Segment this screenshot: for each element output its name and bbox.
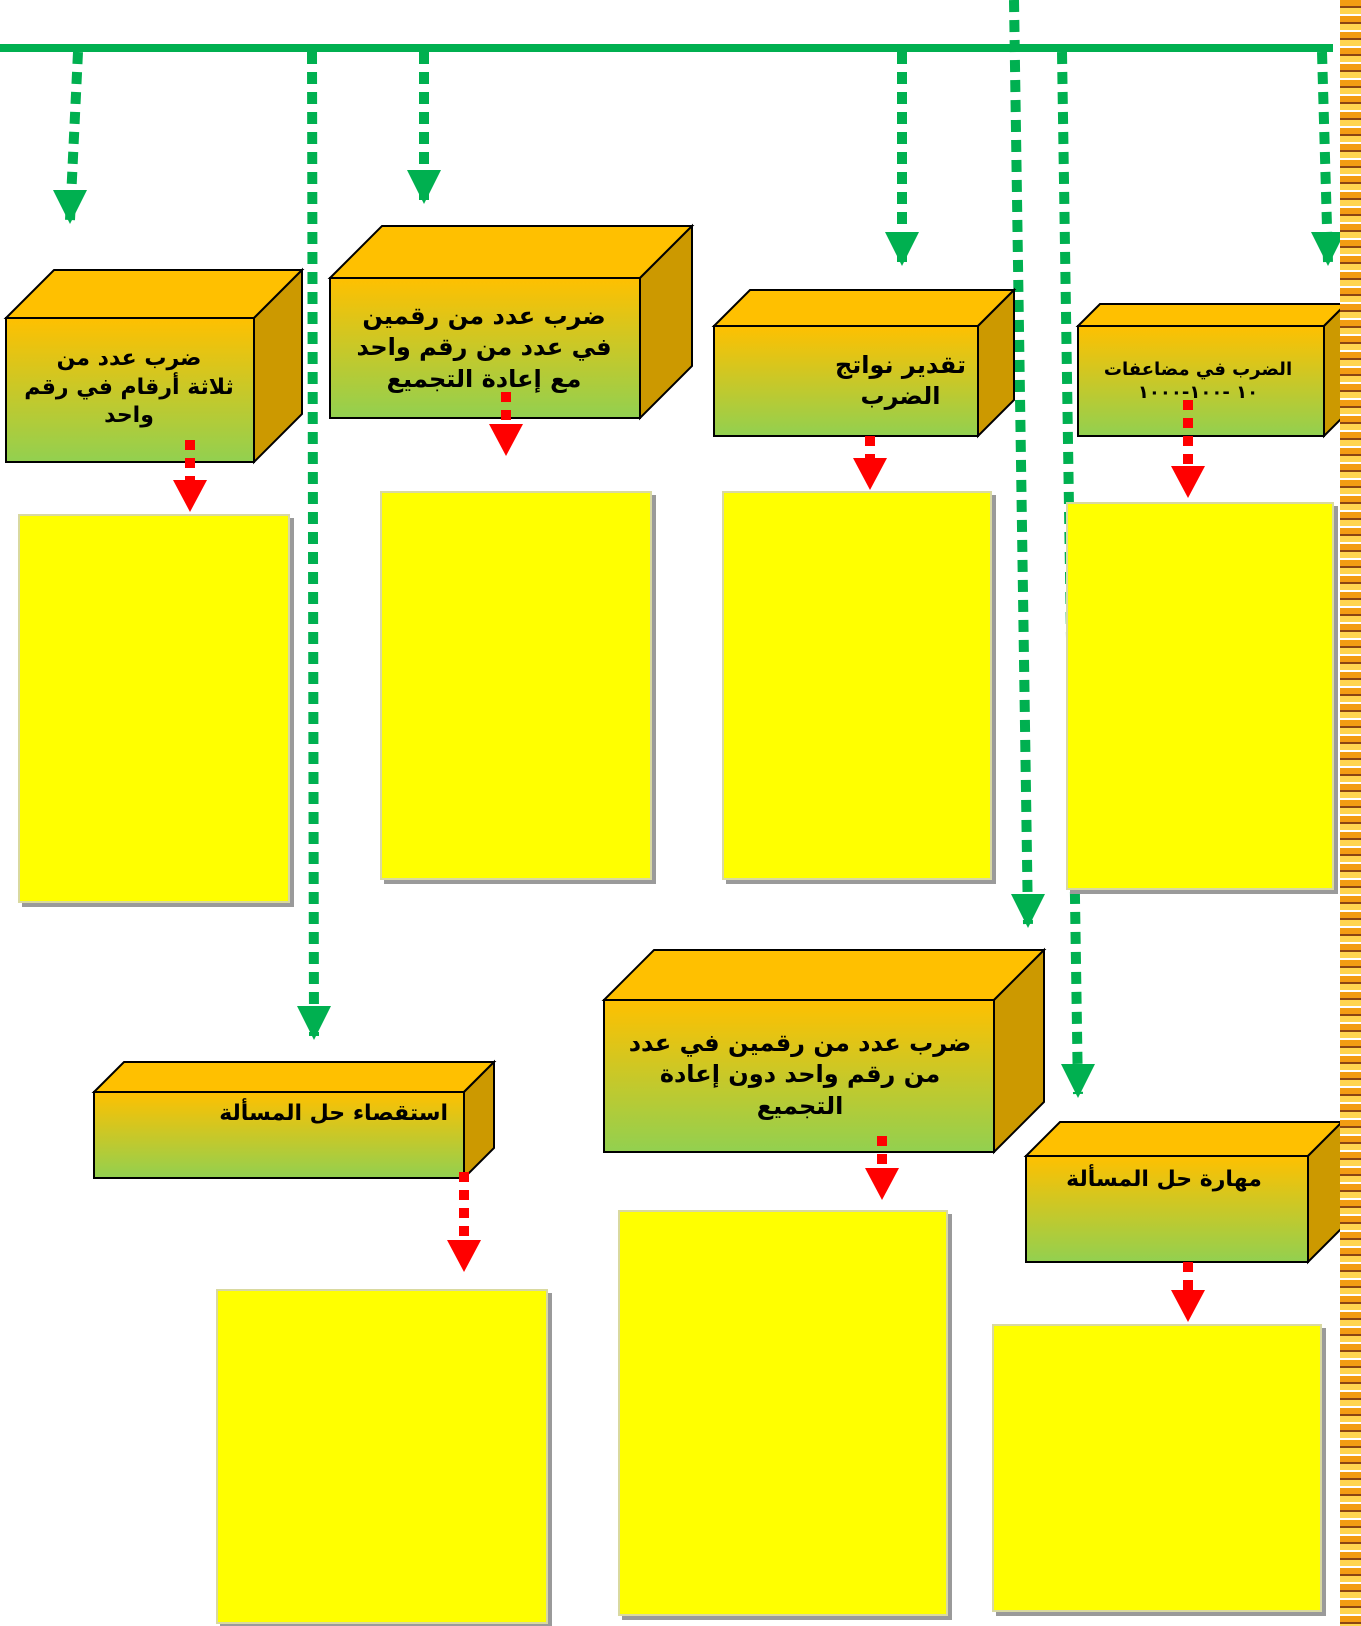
red-arrow-no-regroup-head xyxy=(865,1168,899,1200)
box-multiples-top xyxy=(1075,303,1349,327)
box-investigate xyxy=(91,1059,497,1181)
decorative-page-border xyxy=(1340,0,1361,1626)
box-three-digit-front xyxy=(5,317,255,463)
box-regroup xyxy=(327,223,695,421)
box-estimate xyxy=(711,287,1017,439)
box-estimate-top xyxy=(711,289,1017,327)
box-three-digit-top xyxy=(3,269,305,319)
note-card-no-regroup xyxy=(618,1210,948,1616)
box-label-estimate: تقدير نواتج الضرب xyxy=(834,350,966,410)
box-regroup-top xyxy=(327,225,695,279)
red-arrow-investigate-head xyxy=(447,1240,481,1272)
box-no-regroup-front xyxy=(603,999,995,1153)
connector-investigate xyxy=(307,51,319,1037)
connector-estimate-arrowhead xyxy=(885,232,919,266)
box-no-regroup-top xyxy=(601,949,1047,1001)
red-arrow-estimate-head xyxy=(853,458,887,490)
note-card-investigate xyxy=(216,1289,548,1624)
note-card-estimate xyxy=(722,491,992,880)
note-card-three-digit xyxy=(18,514,290,903)
note-card-skill xyxy=(992,1324,1322,1612)
box-multiples-front xyxy=(1077,325,1325,437)
box-estimate-front xyxy=(713,325,979,437)
box-label-investigate: استقصاء حل المسألة xyxy=(219,1101,448,1126)
box-label-regroup: ضرب عدد من رقمين في عدد من رقم واحد مع إ… xyxy=(356,302,612,393)
connector-no-regroup-arrowhead xyxy=(1011,894,1045,928)
box-skill-top xyxy=(1023,1121,1345,1157)
red-arrow-regroup-head xyxy=(489,424,523,456)
box-skill-front xyxy=(1025,1155,1309,1263)
box-layer xyxy=(3,223,1349,1265)
red-arrow-skill-head xyxy=(1171,1290,1205,1322)
connector-multiples-arrowhead xyxy=(1311,232,1345,266)
note-card-regroup xyxy=(380,491,652,880)
box-label-multiples: الضرب في مضاعفات ١٠ -١٠٠-١٠٠٠ xyxy=(1103,358,1293,403)
red-arrow-three-digit-head xyxy=(173,480,207,512)
box-regroup-front xyxy=(329,277,641,419)
connector-multiples xyxy=(1317,51,1333,263)
box-three-digit xyxy=(3,267,305,465)
connector-three-digit-arrowhead xyxy=(53,190,87,224)
red-arrow-multiples-head xyxy=(1171,466,1205,498)
box-skill xyxy=(1023,1119,1345,1265)
connector-skill-arrowhead xyxy=(1061,1064,1095,1098)
box-label-three-digit: ضرب عدد من ثلاثة أرقام في رقم واحد xyxy=(24,346,234,429)
note-card-multiples xyxy=(1066,502,1334,890)
red-arrow-layer xyxy=(173,392,1205,1322)
connector-investigate-arrowhead xyxy=(297,1006,331,1040)
box-label-no-regroup: ضرب عدد من رقمين في عدد من رقم واحد دون … xyxy=(628,1029,972,1120)
box-no-regroup xyxy=(601,947,1047,1155)
connector-regroup-arrowhead xyxy=(407,170,441,204)
box-investigate-front xyxy=(93,1091,465,1179)
box-label-skill: مهارة حل المسألة xyxy=(1066,1167,1262,1192)
connector-no-regroup xyxy=(1009,0,1033,925)
